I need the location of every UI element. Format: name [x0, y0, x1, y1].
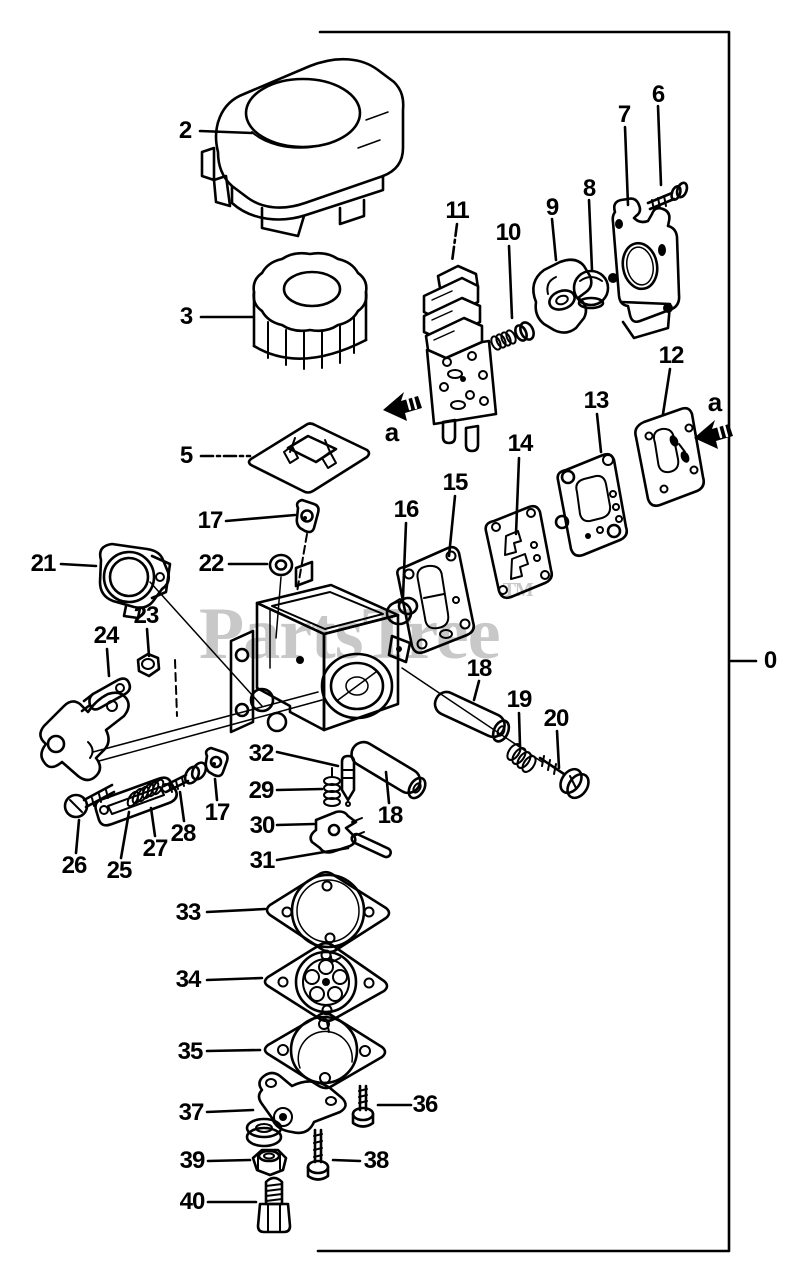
part-20-screw	[538, 755, 590, 800]
part-32-inlet-needle	[340, 754, 356, 807]
callout-21-16[interactable]: 21	[30, 550, 57, 577]
callout-23-18[interactable]: 23	[133, 602, 160, 629]
part-28-bolt	[162, 761, 208, 794]
callout-22-17[interactable]: 22	[198, 550, 225, 577]
part-27-spring	[126, 778, 165, 808]
callout-9-7[interactable]: 9	[545, 194, 559, 221]
callout-10-8[interactable]: 10	[495, 219, 522, 246]
part-39-nut	[251, 1148, 288, 1177]
part-29-spring	[323, 767, 341, 807]
callout-18-20[interactable]: 18	[466, 655, 493, 682]
callout-14-12[interactable]: 14	[507, 430, 534, 457]
callout-18-28[interactable]: 18	[377, 802, 404, 829]
callout-39-39[interactable]: 39	[179, 1147, 206, 1174]
callout-32-23[interactable]: 32	[248, 740, 275, 767]
assembly-axis-lines	[92, 533, 543, 763]
leader-lines	[59, 104, 758, 1204]
callout-7-5[interactable]: 7	[617, 101, 631, 128]
part-10-screw	[490, 321, 535, 351]
callout-17-27[interactable]: 17	[204, 799, 231, 826]
frame-border	[316, 30, 731, 1253]
part-15-gasket	[396, 545, 476, 655]
part-22-washer	[268, 553, 294, 577]
part-carburetor-body	[229, 560, 412, 734]
part-3-filter-element	[252, 251, 368, 370]
part-7-gasket	[608, 197, 681, 340]
callout-15-13[interactable]: 15	[442, 469, 469, 496]
part-37-bracket	[245, 1071, 347, 1148]
part-19-spring	[506, 743, 537, 773]
callout-30-25[interactable]: 30	[249, 812, 276, 839]
callout-2-1[interactable]: 2	[178, 117, 192, 144]
callout-34-34[interactable]: 34	[175, 966, 202, 993]
part-18-tube-lower	[350, 740, 427, 800]
part-13-pump-plate	[554, 452, 629, 558]
callout-20-22[interactable]: 20	[543, 705, 570, 732]
callout-0-0[interactable]: 0	[763, 647, 777, 674]
part-11-pump-assembly	[422, 264, 498, 453]
part-26-screw	[63, 783, 116, 819]
part-12-metering-plate	[634, 406, 706, 508]
callout-13-11[interactable]: 13	[583, 387, 610, 414]
callout-6-4[interactable]: 6	[651, 81, 665, 108]
callout-40-40[interactable]: 40	[179, 1188, 206, 1215]
part-36-screw	[351, 1084, 375, 1128]
callout-12-10[interactable]: 12	[658, 342, 685, 369]
callout-38-38[interactable]: 38	[363, 1147, 390, 1174]
callout-11-9[interactable]: 11	[445, 197, 469, 224]
part-17-grommet-upper	[295, 498, 320, 534]
part-17-grommet-lower	[204, 746, 229, 778]
ref-label-a-1: a	[707, 387, 723, 417]
part-9-choke-plate	[532, 258, 593, 334]
part-14-diaphragm-plate	[484, 504, 554, 600]
callout-17-15[interactable]: 17	[197, 507, 224, 534]
callout-16-14[interactable]: 16	[393, 496, 420, 523]
callout-8-6[interactable]: 8	[582, 175, 596, 202]
callout-19-21[interactable]: 19	[506, 686, 533, 713]
part-31-lever-pin	[350, 832, 392, 859]
callout-37-37[interactable]: 37	[178, 1099, 205, 1126]
ref-label-a-0: a	[384, 417, 400, 447]
callout-36-36[interactable]: 36	[412, 1091, 439, 1118]
reference-arrow-left	[383, 392, 422, 421]
part-21-intake-flange	[98, 542, 172, 620]
part-2-air-cleaner-cover	[200, 57, 405, 238]
callout-25-29[interactable]: 25	[106, 857, 133, 884]
callout-29-24[interactable]: 29	[248, 777, 275, 804]
part-23-nut	[136, 652, 161, 678]
part-8-primer-dome	[572, 269, 610, 310]
callout-3-2[interactable]: 3	[179, 303, 193, 330]
part-34-diaphragm	[263, 941, 389, 1033]
part-38-screw	[306, 1128, 330, 1181]
part-18-tube-upper	[433, 690, 511, 743]
callout-27-31[interactable]: 27	[142, 835, 169, 862]
part-24-clip	[80, 677, 132, 713]
callout-35-35[interactable]: 35	[177, 1038, 204, 1065]
part-5-plate	[247, 422, 371, 494]
callout-31-26[interactable]: 31	[249, 847, 276, 874]
part-40-bolt	[256, 1176, 292, 1234]
callout-33-33[interactable]: 33	[175, 899, 202, 926]
part-6-screw	[646, 181, 689, 211]
callout-26-30[interactable]: 26	[61, 852, 88, 879]
callout-28-32[interactable]: 28	[170, 820, 197, 847]
reference-arrow-right	[694, 420, 733, 449]
callout-24-19[interactable]: 24	[93, 622, 120, 649]
callout-5-3[interactable]: 5	[179, 442, 193, 469]
